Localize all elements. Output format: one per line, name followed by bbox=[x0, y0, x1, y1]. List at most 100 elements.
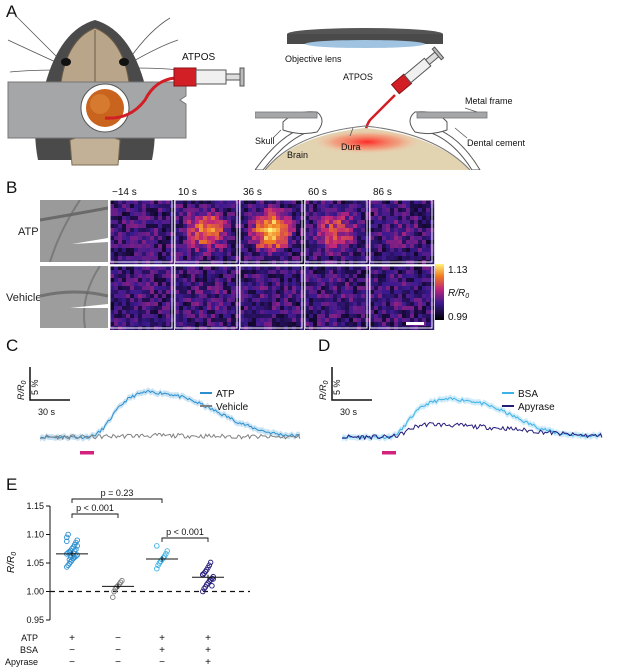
panel-e-ytick-label-0: 0.95 bbox=[26, 615, 44, 625]
panel-e-point bbox=[209, 583, 215, 589]
panel-d-series-0-error-band bbox=[342, 394, 602, 442]
objective-lens-glass bbox=[305, 40, 425, 48]
panel-e-point bbox=[74, 537, 80, 543]
panel-e-point bbox=[119, 577, 125, 584]
ratio-image-1-2 bbox=[239, 265, 305, 330]
panel-e-condition-name-0: ATP bbox=[21, 633, 38, 643]
brightfield-image-vehicle bbox=[40, 266, 108, 328]
panel-e-point bbox=[200, 588, 206, 595]
panel-c-scale-y-value: 5 % bbox=[30, 379, 40, 395]
panel-e-point bbox=[210, 573, 216, 580]
panel-d-stimulus-bar bbox=[382, 451, 396, 455]
panel-d-legend-label-1: Apyrase bbox=[518, 402, 555, 413]
panel-e-point bbox=[65, 531, 71, 538]
row-label-vehicle: Vehicle bbox=[6, 292, 42, 304]
time-label-3: 60 s bbox=[308, 187, 327, 198]
panel-d-scale-x-value: 30 s bbox=[340, 407, 358, 417]
panel-e-ytick-label-2: 1.05 bbox=[26, 558, 44, 568]
ratio-image-grid bbox=[110, 200, 435, 330]
panel-c-legend-label-1: Vehicle bbox=[216, 402, 249, 413]
panel-letter-b: B bbox=[6, 178, 18, 197]
panel-e-group-1 bbox=[102, 577, 134, 600]
panel-e-point bbox=[200, 571, 206, 578]
time-label-0: −14 s bbox=[112, 187, 137, 198]
mouse-atpos-label: ATPOS bbox=[182, 52, 215, 63]
frame-bar-right bbox=[416, 111, 488, 119]
panel-a-schematic: Objective lens ATPOS Metal frame Skull D… bbox=[255, 28, 526, 170]
panel-letter-e: E bbox=[6, 475, 18, 494]
schematic-atpos-label: ATPOS bbox=[343, 72, 373, 82]
panel-e-bracket-0 bbox=[71, 513, 119, 518]
panel-e-condition-cell: + bbox=[69, 633, 75, 644]
mouse-eye-left bbox=[61, 58, 71, 66]
brightfield-image-atp bbox=[40, 200, 108, 262]
panel-e-point bbox=[73, 546, 79, 553]
panel-e-point bbox=[164, 548, 170, 554]
panel-e-condition-cell: + bbox=[159, 645, 165, 656]
panel-c-scale-x-value: 30 s bbox=[38, 407, 56, 417]
panel-a-mouse-illustration: ATPOS bbox=[7, 14, 245, 166]
panel-e-point bbox=[207, 559, 214, 566]
panel-e-condition-cell: − bbox=[159, 657, 165, 668]
panel-e-condition-name-1: BSA bbox=[20, 645, 38, 655]
panel-e-condition-cell: − bbox=[115, 657, 121, 668]
mouse-eye-right bbox=[119, 58, 129, 66]
dura-label: Dura bbox=[341, 142, 361, 152]
atpos-syringe bbox=[173, 67, 245, 87]
panel-e-condition-cell: + bbox=[205, 645, 211, 656]
panel-c-stimulus-bar bbox=[80, 451, 94, 455]
ratio-image-0-2 bbox=[239, 200, 305, 265]
panel-c-series-0-error-band bbox=[40, 387, 300, 442]
panel-letter-a: A bbox=[6, 2, 18, 21]
panel-d-scale-bar bbox=[331, 367, 372, 401]
ratio-image-1-4 bbox=[369, 265, 435, 330]
colorbar-label: R/R0 bbox=[448, 288, 469, 300]
panel-d-legend-label-0: BSA bbox=[518, 389, 538, 400]
panel-e-group-3 bbox=[192, 559, 224, 595]
ratio-image-1-3 bbox=[304, 265, 370, 330]
panel-e-y-label: R/R0 bbox=[6, 552, 18, 573]
ratio-image-0-3 bbox=[304, 200, 370, 265]
colorbar-gradient bbox=[435, 264, 444, 320]
panel-letter-d: D bbox=[318, 336, 331, 355]
panel-e-condition-cell: − bbox=[115, 645, 121, 656]
brain-label: Brain bbox=[287, 150, 308, 160]
ratio-image-0-4 bbox=[369, 200, 435, 265]
panel-d-scale-y-value: 5 % bbox=[332, 379, 342, 395]
panel-e-point bbox=[163, 551, 169, 557]
panel-e-pvalue-2: p < 0.001 bbox=[166, 527, 204, 537]
panel-e-group-0 bbox=[56, 531, 88, 570]
dental-cement-label: Dental cement bbox=[467, 138, 526, 148]
panel-e-bracket-2 bbox=[161, 537, 209, 542]
panel-e-pvalue-0: p < 0.001 bbox=[76, 503, 114, 513]
panel-e-condition-cell: + bbox=[205, 633, 211, 644]
row-label-atp: ATP bbox=[18, 226, 39, 238]
panel-e-condition-cell: − bbox=[69, 645, 75, 656]
panel-e-group-2 bbox=[146, 543, 178, 572]
atpos-tube bbox=[104, 76, 176, 120]
time-label-4: 86 s bbox=[373, 187, 392, 198]
ratio-image-1-1 bbox=[174, 265, 240, 330]
panel-b: −14 s 10 s 36 s 60 s 86 s ATP Vehicle bbox=[0, 180, 617, 330]
metal-frame-label: Metal frame bbox=[465, 96, 513, 106]
panel-e-condition-name-2: Apyrase bbox=[5, 657, 38, 667]
panel-e-pvalue-1: p = 0.23 bbox=[101, 488, 134, 498]
objective-lens-label: Objective lens bbox=[285, 54, 342, 64]
panel-e-condition-cell: + bbox=[205, 657, 211, 668]
schematic-syringe bbox=[390, 46, 445, 95]
panel-e-ytick-label-1: 1.00 bbox=[26, 587, 44, 597]
ratio-image-1-0 bbox=[110, 265, 175, 330]
skull-label: Skull bbox=[255, 136, 275, 146]
panel-e-point bbox=[154, 565, 160, 572]
panel-e-point bbox=[154, 543, 160, 549]
atp-glow bbox=[312, 130, 422, 154]
scale-bar bbox=[406, 322, 424, 325]
time-label-2: 36 s bbox=[243, 187, 262, 198]
colorbar-min: 0.99 bbox=[448, 312, 468, 323]
panel-d-scale-y-label: R/R0 bbox=[318, 381, 330, 401]
panel-e-point bbox=[64, 534, 70, 541]
panel-letter-c: C bbox=[6, 336, 19, 355]
panel-e-condition-cell: − bbox=[115, 633, 121, 644]
panel-c-series-0-line bbox=[39, 390, 301, 440]
